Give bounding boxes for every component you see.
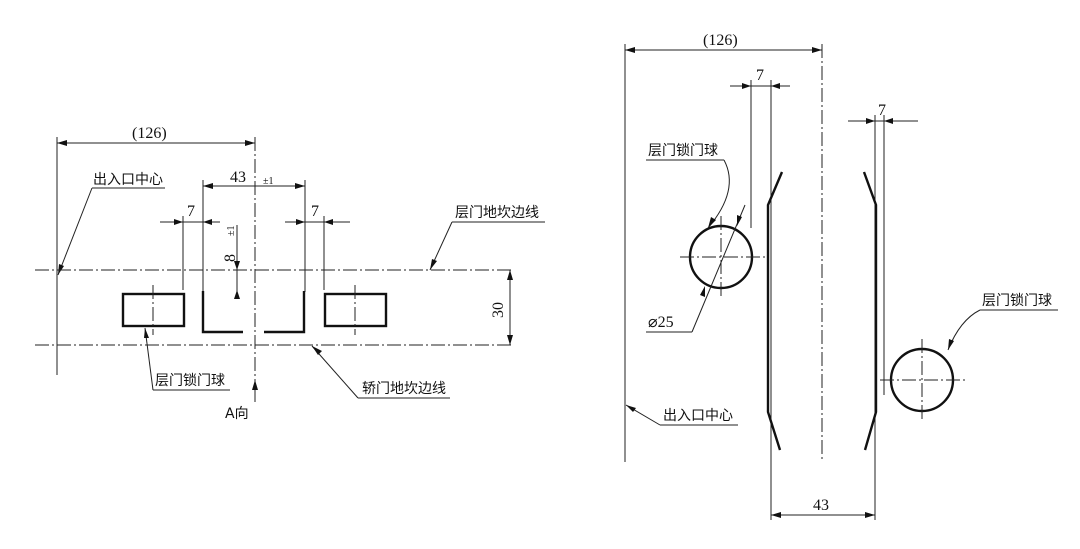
dim-43-text: 43 [230,169,246,186]
car-vane-right [264,291,306,334]
arrow [234,261,240,270]
label-entrance-center: 出入口中心 [663,408,733,424]
label-car-sill-edge: 轿门地坎边线 [362,381,446,397]
car-vane-left-plate [766,171,784,451]
arrow [174,219,183,225]
dim-7-top-text: 7 [756,67,764,84]
car-vane-right-plate [862,171,878,451]
dim-43-text: 43 [813,497,829,514]
arrow [57,140,67,146]
arrow [203,219,212,225]
leader-line [311,345,359,399]
dim-depth-tolerance: ±1 [226,226,237,237]
left-view: (126) 出入口中心 43 ±1 层门地坎边线 7 7 [35,125,545,422]
leader-line [57,187,93,276]
arrow [245,140,255,146]
leader-line [947,309,981,351]
dim-overall-text: (126) [703,32,738,49]
arrow [625,47,635,53]
leader-line [691,204,746,333]
arrow [884,118,893,124]
arrow [700,286,705,297]
arrow [771,512,781,518]
leader-line [144,327,154,391]
dim-overall-text: (126) [132,125,167,142]
arrow [866,118,875,124]
dim-43-tolerance: ±1 [263,176,274,187]
label-entrance-center: 出入口中心 [93,172,163,188]
dim-7-right-text: 7 [311,203,319,220]
label-diameter: ⌀25 [648,314,674,331]
arrow [312,346,322,355]
dim-30-text: 30 [490,302,507,318]
arrow [203,183,213,189]
arrow [252,380,258,390]
arrow [948,339,954,350]
right-view: (126) 7 7 层门锁门球 ⌀25 [624,32,1058,520]
label-view-a: A向 [225,406,249,422]
arrow [626,405,636,412]
arrow [144,328,149,338]
arrow [742,83,751,89]
dim-depth-text: 8 [222,254,239,262]
arrow [234,290,240,299]
arrow [708,217,716,228]
label-lock-roller: 层门锁门球 [155,373,225,389]
arrow [430,259,437,270]
arrow [507,270,513,280]
label-lock-roller-right: 层门锁门球 [982,293,1052,309]
arrow [296,219,305,225]
arrow [771,83,780,89]
label-lock-roller-top: 层门锁门球 [648,143,718,159]
arrow [865,512,875,518]
car-vane-left [201,291,243,334]
arrow [737,215,742,226]
arrow [324,219,333,225]
arrow [295,183,305,189]
arrow [812,47,822,53]
label-landing-sill-edge: 层门地坎边线 [455,205,539,221]
arrow [507,335,513,345]
dim-7-right-text: 7 [878,102,886,119]
dim-7-left-text: 7 [187,203,195,220]
